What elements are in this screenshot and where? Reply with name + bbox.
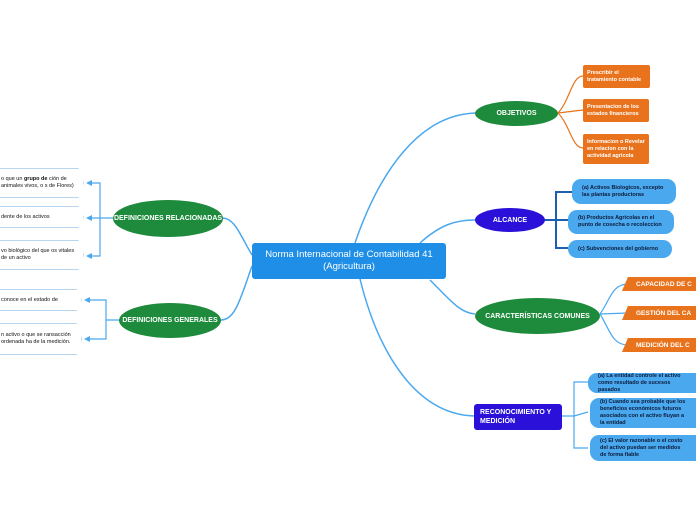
objetivos-item-2[interactable]: Presentacion de los estados financieros [583, 99, 649, 122]
relacionadas-item-1[interactable]: o que un grupo de ción de animales vivos… [0, 168, 84, 198]
reconocimiento-item-b[interactable]: (b) Cuando sea probable que los benefici… [590, 398, 696, 428]
objetivos-item-1[interactable]: Prescribir el tratamiento contable [583, 65, 650, 88]
relacionadas-item-1-text: o que un grupo de ción de animales vivos… [1, 176, 74, 189]
definiciones-generales-node[interactable]: DEFINICIONES GENERALES [119, 303, 221, 338]
reconocimiento-item-c[interactable]: (c) El valor razonable o el costo del ac… [590, 435, 696, 461]
relacionadas-item-3[interactable]: vo biológico del que os vitales de un ac… [0, 240, 84, 270]
definiciones-relacionadas-node[interactable]: DEFINICIONES RELACIONADAS [113, 200, 223, 237]
alcance-item-b[interactable]: (b) Productos Agricolas en el punto de c… [568, 210, 674, 234]
generales-item-2[interactable]: n activo o que se ransacción ordenada ha… [0, 323, 82, 355]
caracteristicas-item-2[interactable]: GESTIÓN DEL CA [622, 306, 696, 320]
caracteristicas-node[interactable]: CARACTERÍSTICAS COMUNES [475, 298, 600, 334]
caracteristicas-item-3[interactable]: MEDICIÓN DEL C [622, 338, 696, 352]
alcance-item-a[interactable]: (a) Activos Biologicos, excepto las plan… [572, 179, 676, 204]
reconocimiento-item-a[interactable]: (a) La entidad controle el activo como r… [588, 373, 696, 393]
reconocimiento-node[interactable]: RECONOCIMIENTO Y MEDICIÓN [474, 404, 562, 430]
generales-item-1[interactable]: conoce en el estado de [0, 289, 82, 311]
alcance-node[interactable]: ALCANCE [475, 208, 545, 232]
objetivos-node[interactable]: OBJETIVOS [475, 101, 558, 126]
caracteristicas-item-1[interactable]: CAPACIDAD DE C [622, 277, 696, 291]
central-topic[interactable]: Norma Internacional de Contabilidad 41 (… [252, 243, 446, 279]
objetivos-item-3[interactable]: Informacion o Revelar en relacion con la… [583, 134, 649, 164]
alcance-item-c[interactable]: (c) Subvenciones del gobierno [568, 240, 672, 258]
relacionadas-item-2[interactable]: dente de los activos [0, 206, 84, 228]
